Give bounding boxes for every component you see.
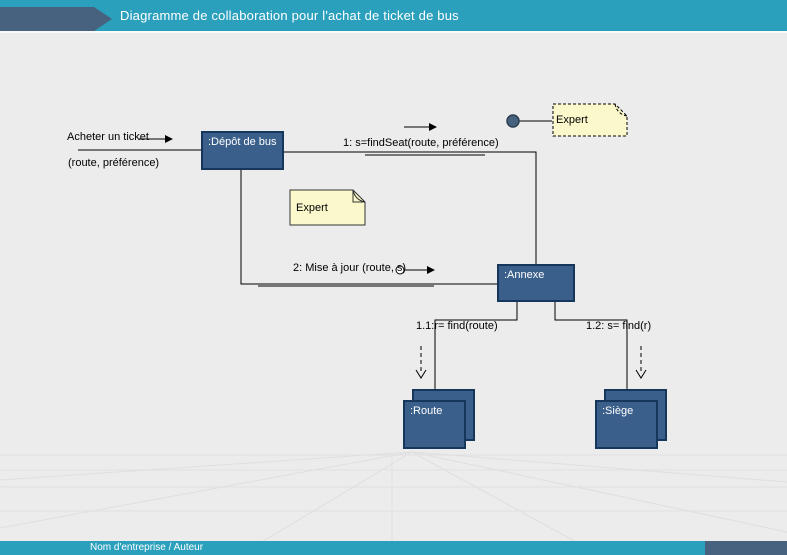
message12-dashed-arrow[interactable] (635, 346, 647, 379)
object-route[interactable]: :Route (403, 400, 466, 449)
note-label: Expert (296, 201, 328, 214)
message1-label[interactable]: 1: s=findSeat(route, préférence) (343, 137, 499, 149)
message11-label[interactable]: 1.1:r= find(route) (416, 320, 498, 332)
message2-label[interactable]: 2: Mise à jour (route, s) (293, 262, 407, 274)
message11-dashed-arrow[interactable] (415, 346, 427, 379)
note-expert-solid[interactable]: Expert (289, 189, 366, 226)
note-shape-icon (552, 103, 628, 137)
title-bar: Diagramme de collaboration pour l'achat … (0, 0, 787, 33)
message2-arrow[interactable] (395, 265, 435, 275)
actor-label[interactable]: Acheter un ticket (67, 131, 149, 143)
arrowhead-icon (427, 266, 435, 274)
link-annexe-route[interactable] (434, 302, 518, 400)
actor-params-label[interactable]: (route, préférence) (68, 157, 160, 169)
anchor-circle-icon (506, 114, 520, 128)
message1-arrow[interactable] (404, 123, 437, 131)
object-annexe[interactable]: :Annexe (497, 264, 575, 302)
link-depot-annexe-2[interactable] (240, 170, 497, 287)
note-expert-dashed[interactable]: Expert (552, 103, 628, 137)
note-label: Expert (556, 114, 588, 126)
arrowhead-icon (429, 123, 437, 131)
link-annexe-siege[interactable] (554, 302, 628, 400)
note-anchor[interactable] (506, 114, 552, 128)
header-chevron-icon (0, 7, 112, 31)
note-shape-icon (289, 189, 366, 226)
footer-accent-block (705, 541, 787, 555)
arrowhead-icon (165, 135, 173, 143)
company-author-text: Nom d'entreprise / Auteur (90, 542, 204, 553)
link-depot-annexe[interactable] (284, 151, 537, 264)
footer-bar: Nom d'entreprise / Auteur (0, 541, 787, 555)
page-title: Diagramme de collaboration pour l'achat … (120, 8, 459, 23)
link-end-circle-icon (395, 265, 405, 275)
actor-arrow[interactable] (139, 135, 173, 143)
perspective-grid (0, 451, 787, 555)
object-siege[interactable]: :Siège (595, 400, 658, 449)
object-depot-de-bus[interactable]: :Dépôt de bus (201, 131, 284, 170)
message12-label[interactable]: 1.2: s= find(r) (586, 320, 652, 332)
